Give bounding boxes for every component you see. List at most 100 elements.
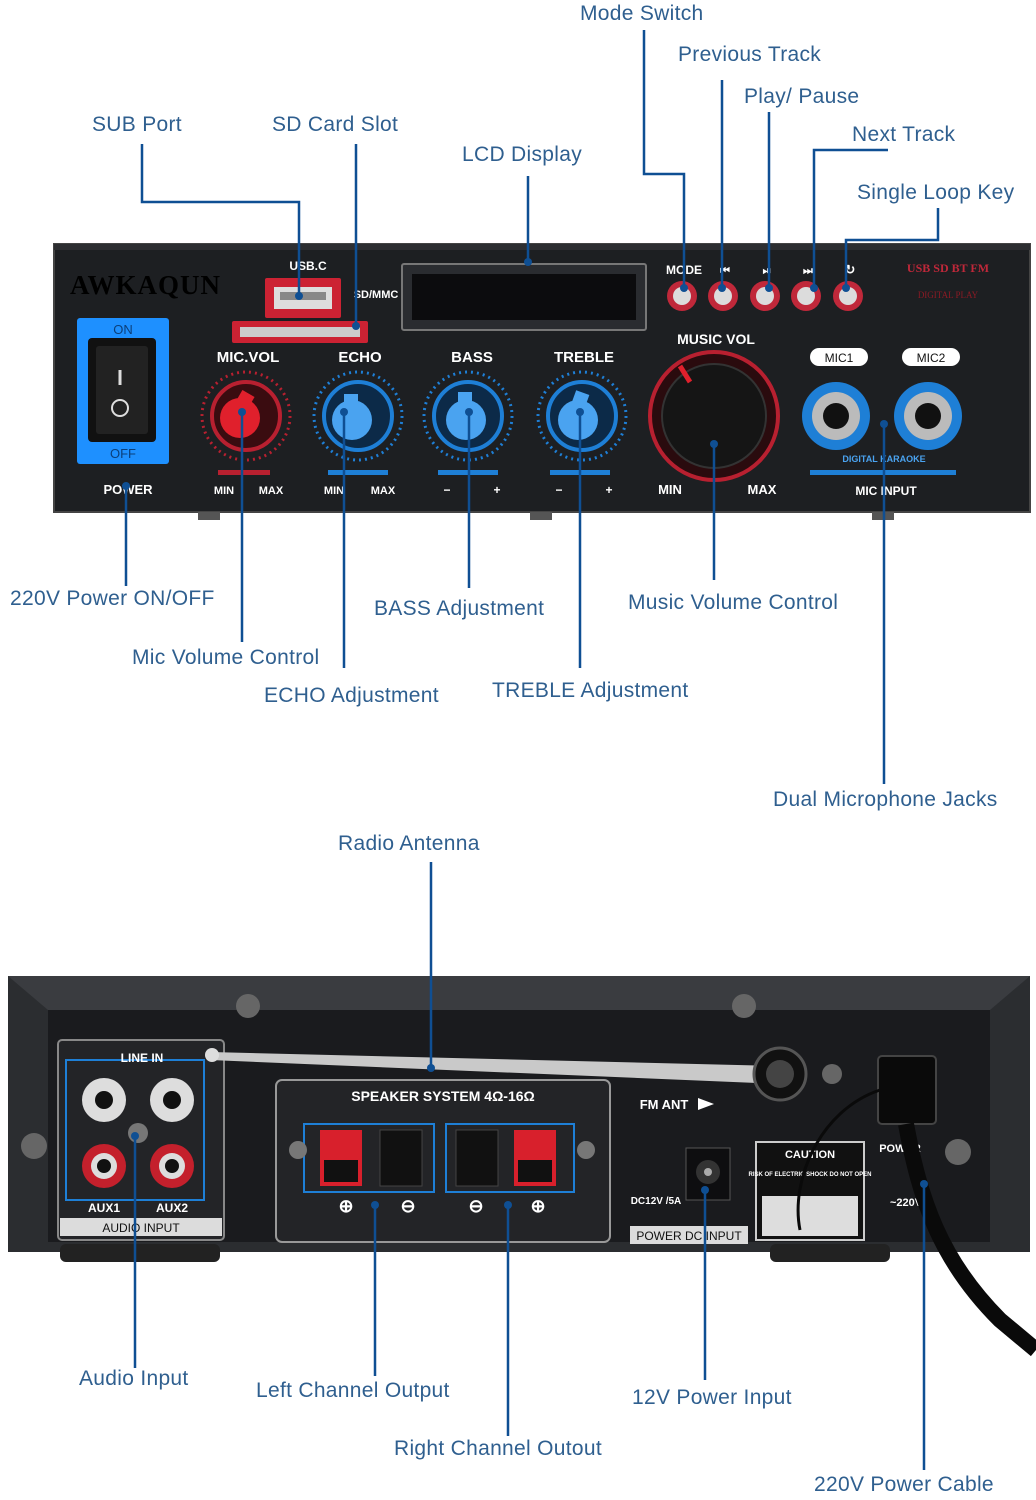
mic2-label: MIC2 [917,351,946,365]
treble-label: TREBLE [554,349,614,366]
callout-power-on-off: 220V Power ON/OFF [10,587,215,610]
power-dc-input-label: POWER DC INPUT [636,1229,742,1243]
aux1-left-jack[interactable] [82,1078,126,1122]
caution-label [755,1141,865,1241]
svg-text:⊕: ⊕ [530,1196,545,1216]
mic-volume-knob[interactable] [200,370,292,475]
callout-previous-track: Previous Track [678,43,822,66]
caution-subtext: RISK OF ELECTRIC SHOCK DO NOT OPEN [748,1172,871,1178]
usb-label: USB.C [289,259,327,273]
right-channel-negative[interactable] [455,1129,499,1187]
next-track-button[interactable] [791,281,821,311]
aux2-label: AUX2 [156,1201,188,1215]
right-channel-positive[interactable] [514,1130,556,1186]
callout-right-channel-output: Right Channel Outout [394,1437,602,1460]
bass-minus: − [443,483,450,497]
echo-label: ECHO [338,349,382,366]
play-pause-button[interactable] [750,281,780,311]
aux1-label: AUX1 [88,1201,120,1215]
callout-sd-card-slot: SD Card Slot [272,113,399,136]
music-vol-min: MIN [658,482,682,497]
usb-port[interactable] [265,278,341,318]
svg-text:⊖: ⊖ [468,1196,483,1216]
power-switch[interactable] [77,318,169,464]
callout-single-loop-key: Single Loop Key [857,181,1015,204]
music-volume-knob[interactable] [648,350,780,482]
digital-play-label: DIGITAL PLAY [918,290,979,300]
callout-bass-adjustment: BASS Adjustment [374,597,545,620]
treble-plus: + [605,483,612,497]
aux1-right-jack[interactable] [82,1144,126,1188]
loop-icon: ↻ [845,262,856,277]
off-label: OFF [110,446,136,461]
callout-lcd-display: LCD Display [462,143,582,166]
sd-card-slot[interactable] [232,321,368,343]
power-ac-label: POWER [879,1143,921,1155]
callout-lines [124,30,940,1470]
callout-220v-power-cable: 220V Power Cable [814,1473,994,1496]
aux2-left-jack[interactable] [150,1078,194,1122]
bass-label: BASS [451,349,493,366]
mic-input-label: MIC INPUT [855,484,917,498]
bass-plus: + [493,483,500,497]
left-channel-negative[interactable] [379,1129,423,1187]
callout-mic-volume-control: Mic Volume Control [132,646,320,669]
back-panel: LINE IN AUX1 AUX2 AUDIO INPUT ⊕ ⊖ ⊖ ⊕ [8,976,1036,1357]
callout-sub-port: SUB Port [92,113,182,136]
music-vol-max: MAX [748,482,777,497]
left-channel-positive[interactable] [320,1130,362,1186]
echo-min: MIN [324,485,344,497]
ac-rating-label: ~220V [890,1197,923,1209]
callout-play-pause: Play/ Pause [744,85,860,108]
svg-text:⊕: ⊕ [338,1196,353,1216]
radio-antenna[interactable] [205,1046,808,1102]
callout-dual-microphone-jacks: Dual Microphone Jacks [773,788,998,811]
play-pause-icon: ⏯ [763,265,772,277]
bass-knob[interactable] [422,370,514,475]
callout-next-track: Next Track [852,123,956,146]
callout-dots [122,258,928,1209]
on-label: ON [113,322,133,337]
dc-rating-label: DC12V /5A [631,1196,682,1207]
callout-12v-power-input: 12V Power Input [632,1386,792,1409]
brand-logo: AWKAQUN [70,270,222,300]
previous-track-button[interactable] [708,281,738,311]
power-label: POWER [103,482,153,497]
speaker-terminal-panel: ⊕ ⊖ ⊖ ⊕ [275,1079,611,1243]
mode-button[interactable] [667,281,697,311]
sd-label: SD/MMC [354,289,399,301]
treble-knob[interactable] [536,370,628,475]
callout-echo-adjustment: ECHO Adjustment [264,684,439,707]
dc-power-input[interactable] [685,1147,731,1201]
callout-radio-antenna: Radio Antenna [338,832,480,855]
mic-vol-max: MAX [259,485,284,497]
music-vol-label: MUSIC VOL [677,331,755,347]
treble-minus: − [555,483,562,497]
callout-mode-switch: Mode Switch [580,2,704,25]
svg-text:⊖: ⊖ [400,1196,415,1216]
ac-power-cable[interactable] [796,1055,1036,1357]
usb-sd-bt-fm-label: USB SD BT FM [907,261,989,275]
fm-ant-label: FM ANT [640,1097,689,1112]
mic-vol-label: MIC.VOL [217,349,280,366]
mic2-jack[interactable] [894,382,962,450]
lcd-display [401,263,647,331]
callout-left-channel-output: Left Channel Output [256,1379,450,1402]
audio-input-label: AUDIO INPUT [102,1221,180,1235]
callout-music-volume-control: Music Volume Control [628,591,839,614]
aux2-right-jack[interactable] [150,1144,194,1188]
mic1-jack[interactable] [802,382,870,450]
speaker-system-label: SPEAKER SYSTEM 4Ω-16Ω [351,1088,535,1104]
caution-title: CAUTION [785,1149,835,1161]
mode-label: MODE [666,263,702,277]
echo-max: MAX [371,485,396,497]
audio-input-panel [57,1039,225,1241]
line-in-label: LINE IN [121,1051,164,1065]
echo-knob[interactable] [312,370,404,475]
callout-treble-adjustment: TREBLE Adjustment [492,679,689,702]
single-loop-button[interactable] [833,281,863,311]
digital-karaoke-label: DIGITAL KARAOKE [842,454,925,464]
previous-track-icon: ⏮ [720,265,730,277]
mic1-label: MIC1 [825,351,854,365]
